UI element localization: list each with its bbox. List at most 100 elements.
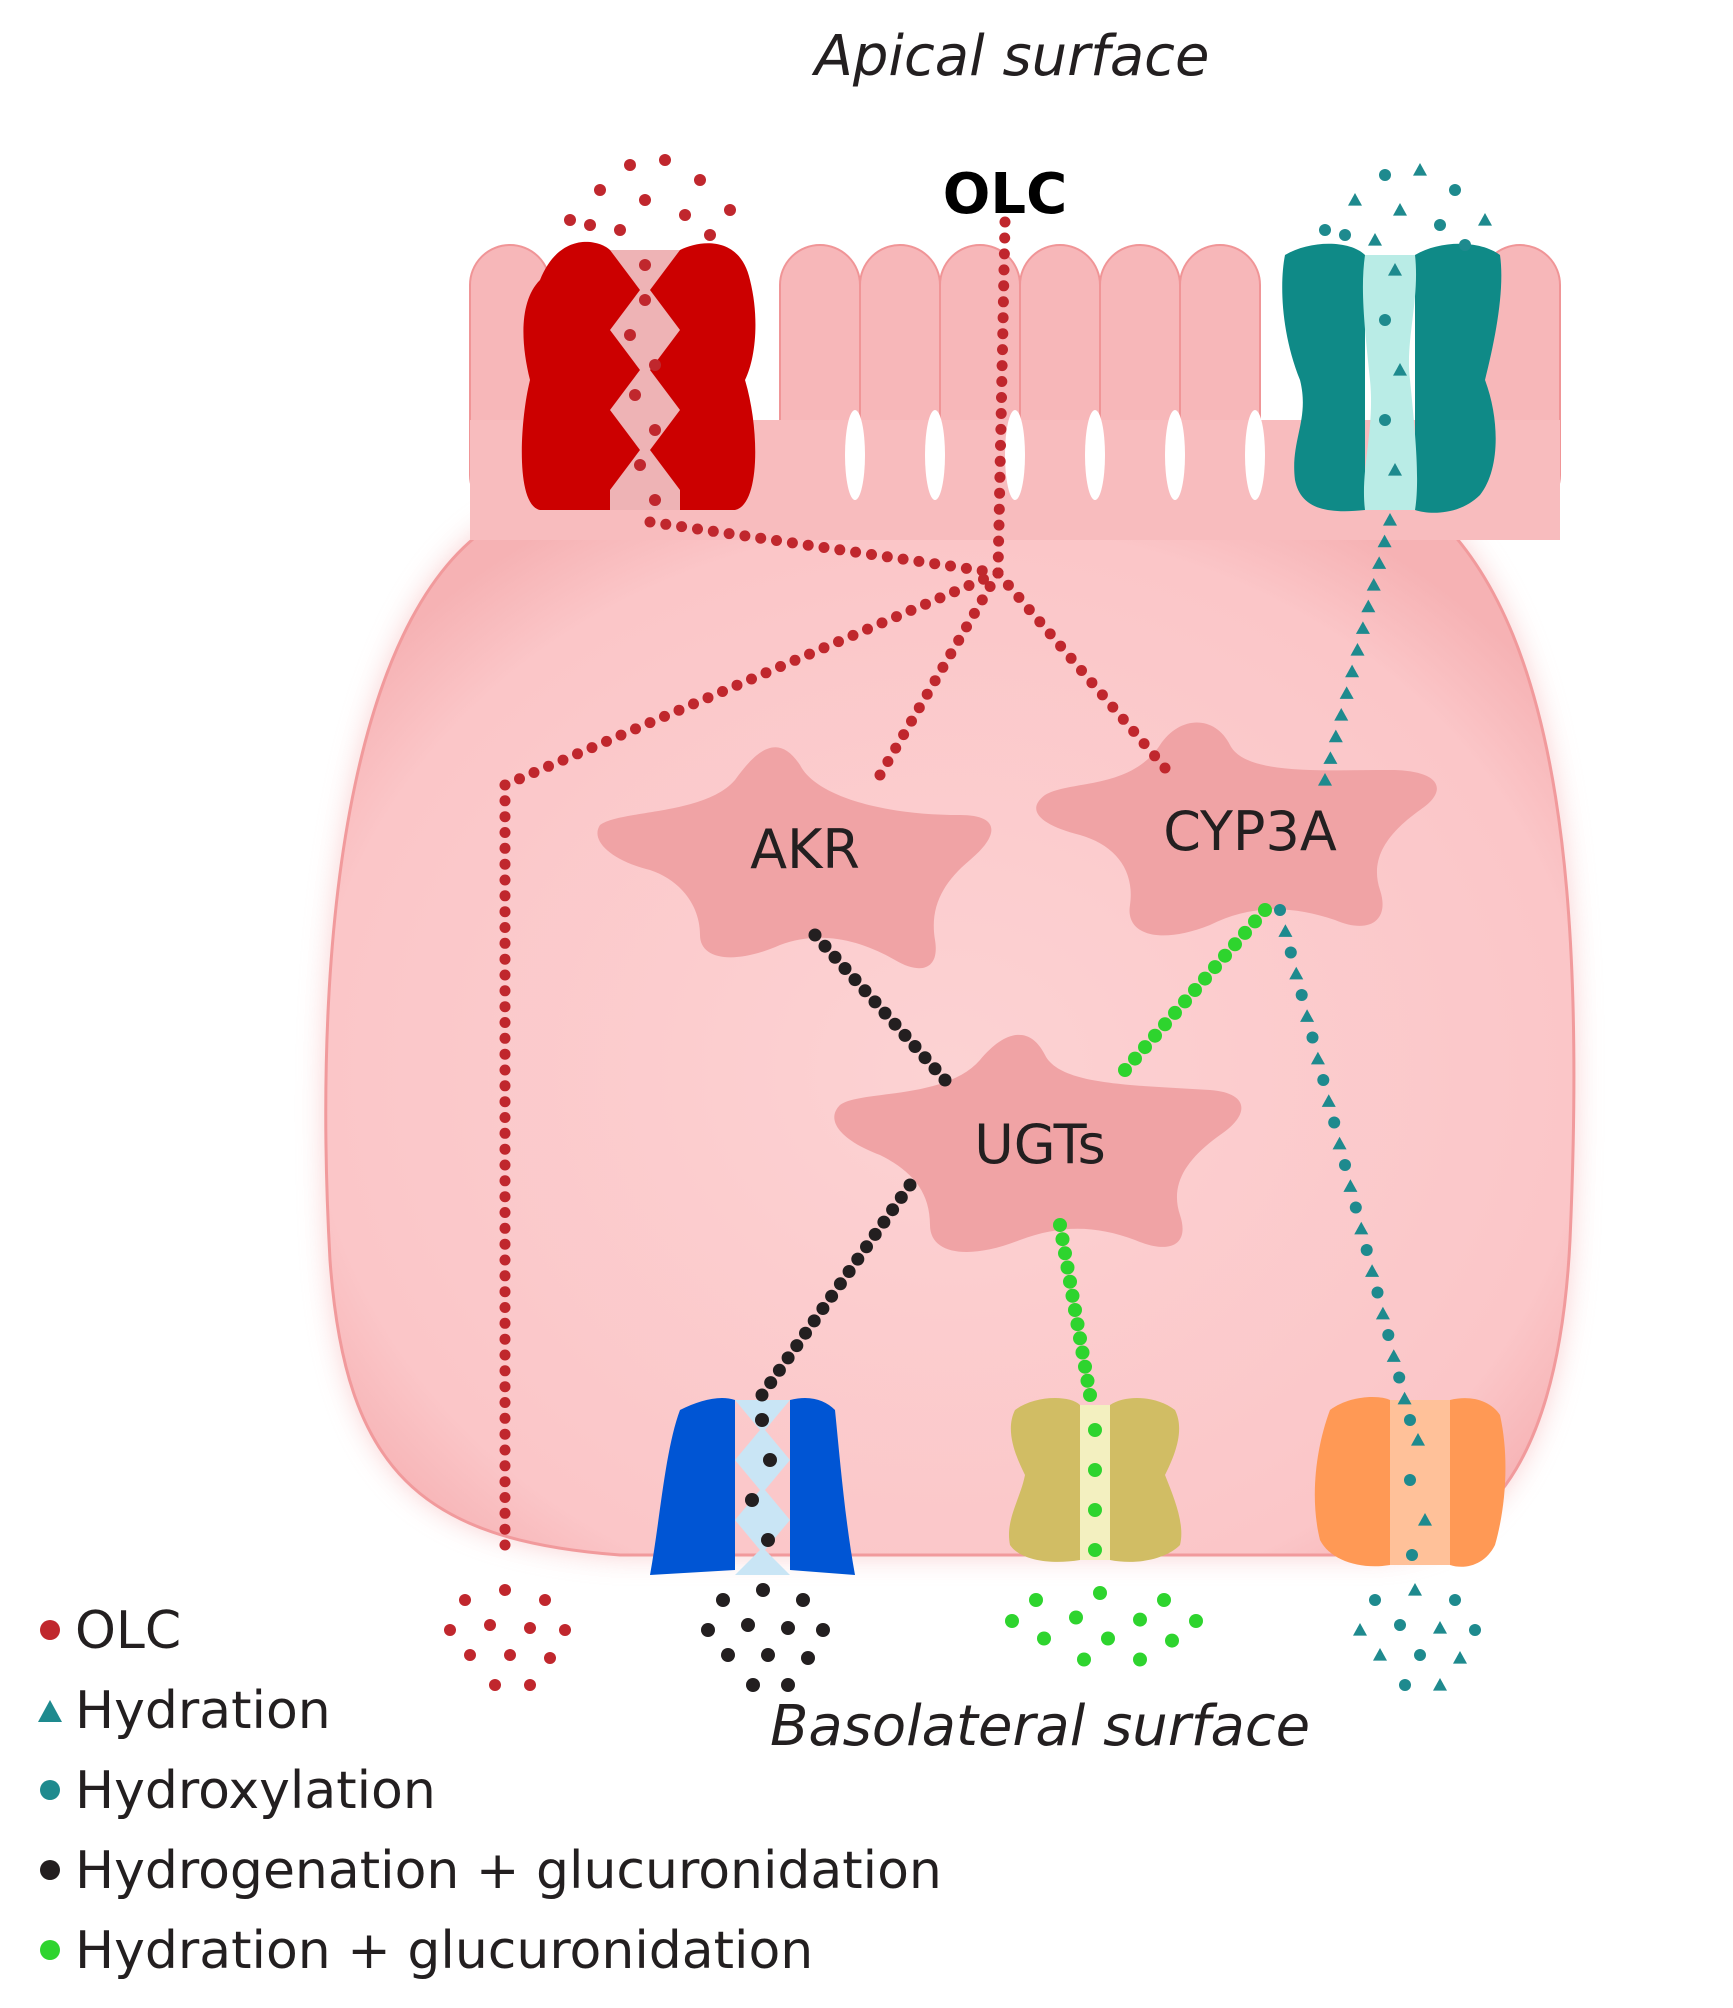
olc-path-dot xyxy=(499,1032,511,1044)
glucuronidation-path-dot xyxy=(1080,1373,1095,1388)
olc-path-dot xyxy=(499,1270,511,1282)
olc-path-dot xyxy=(499,779,511,791)
hydrogenation-path-dot xyxy=(828,950,842,964)
hydrogenation-path-dot xyxy=(755,1388,769,1402)
olc-path-dot xyxy=(514,773,525,785)
olc-path-dot xyxy=(615,729,627,741)
olc-path-dot xyxy=(499,874,511,886)
hydration-released-marker xyxy=(1393,203,1407,216)
hydroxylation-path-dot xyxy=(1393,1371,1406,1384)
hydroxylation-released-dot xyxy=(1469,1624,1481,1636)
olc-path-dot xyxy=(850,546,862,558)
hydration-path-marker xyxy=(1365,1264,1380,1277)
olc-released-dot xyxy=(484,1619,496,1631)
glucuronidation-released-dot xyxy=(1093,1586,1107,1600)
olc-path-dot xyxy=(499,1143,511,1155)
olc-path-dot xyxy=(998,248,1010,260)
hydration-path-marker xyxy=(1386,1349,1401,1362)
olc-cargo-dot xyxy=(624,329,636,341)
olc-path-dot xyxy=(499,1222,511,1234)
olc-path-dot xyxy=(976,594,988,606)
hydrogenation-path-dot xyxy=(842,1265,856,1278)
olc-path-dot xyxy=(775,661,786,672)
olc-path-dot xyxy=(1023,604,1035,616)
olc-path-dot xyxy=(1013,591,1025,603)
glucuronidation-released-dot xyxy=(1165,1633,1179,1648)
enzyme-ugts xyxy=(834,1034,1242,1252)
olc-path-dot xyxy=(945,560,956,572)
glucuronidation-path-dot xyxy=(1078,1359,1092,1374)
hydration-path-marker xyxy=(1375,1306,1390,1320)
hydroxylation-path-dot xyxy=(1328,1116,1341,1129)
olc-label: OLC xyxy=(943,162,1067,227)
olc-path-dot xyxy=(499,1159,511,1171)
legend-marker-dot xyxy=(40,1620,60,1640)
olc-released-dot xyxy=(564,214,576,226)
olc-path-dot xyxy=(499,922,511,933)
hydroxylation-released-dot xyxy=(1449,1594,1461,1606)
olc-path-dot xyxy=(996,392,1007,403)
hydroxylation-released-dot xyxy=(1379,169,1391,181)
olc-cargo-dot xyxy=(629,389,641,401)
olc-path-dot xyxy=(818,542,830,553)
olc-released-dot xyxy=(524,1622,536,1634)
glucuronidation-cargo-dot xyxy=(1088,1503,1102,1517)
olc-path-dot xyxy=(528,767,540,778)
olc-path-dot xyxy=(881,551,893,563)
legend-item-olc: OLC xyxy=(40,1601,181,1661)
olc-path-dot xyxy=(499,1286,511,1298)
olc-path-dot xyxy=(995,439,1006,451)
basolateral-transporter-orange xyxy=(1314,1397,1506,1567)
olc-path-dot xyxy=(499,1001,511,1013)
hydrogenation-path-dot xyxy=(918,1051,932,1065)
glucuronidation-path-dot xyxy=(1258,903,1272,917)
olc-released-dot xyxy=(639,194,651,206)
hydroxylation-path-dot xyxy=(1360,1244,1373,1256)
hydration-cargo-marker xyxy=(1411,1433,1425,1446)
hydration-cargo-marker xyxy=(1388,263,1402,276)
glucuronidation-released-dot xyxy=(1189,1614,1203,1628)
hydroxylation-released-dot xyxy=(1339,229,1351,241)
hydration-path-marker xyxy=(1310,1051,1325,1065)
olc-released-dot xyxy=(584,219,596,231)
olc-path-dot xyxy=(994,487,1006,499)
hydration-path-marker xyxy=(1377,534,1392,548)
hydroxylation-path-dot xyxy=(1382,1329,1395,1341)
hydroxylation-path-dot xyxy=(1295,989,1308,1001)
legend-label: Hydrogenation + glucuronidation xyxy=(75,1841,942,1901)
olc-path-dot xyxy=(874,769,886,781)
hydrogenation-path-dot xyxy=(877,1215,891,1229)
hydration-released-marker xyxy=(1353,1623,1367,1636)
olc-path-dot xyxy=(499,1539,511,1551)
hydrogenation-path-dot xyxy=(790,1339,804,1353)
glucuronidation-released-dot xyxy=(1101,1631,1115,1646)
glucuronidation-path-dot xyxy=(1058,1246,1072,1261)
olc-path-dot xyxy=(993,503,1005,515)
olc-path-dot xyxy=(601,735,612,747)
glucuronidation-path-dot xyxy=(1188,983,1202,997)
olc-path-dot xyxy=(673,704,685,716)
olc-path-dot xyxy=(499,1191,511,1203)
hydration-released-marker xyxy=(1408,1583,1422,1596)
glucuronidation-cargo-dot xyxy=(1088,1463,1102,1477)
olc-path-dot xyxy=(630,723,641,735)
olc-path-dot xyxy=(692,523,703,535)
glucuronidation-path-dot xyxy=(1148,1028,1162,1043)
hydration-path-marker xyxy=(1354,1221,1369,1235)
olc-path-dot xyxy=(953,634,965,646)
hydrogenation-path-dot xyxy=(928,1062,942,1076)
olc-path-dot xyxy=(1034,616,1046,628)
legend-marker-triangle xyxy=(38,1700,62,1722)
olc-path-dot xyxy=(1128,725,1140,737)
glucuronidation-released-dot xyxy=(1069,1610,1083,1625)
hydrogenation-path-dot xyxy=(858,984,872,998)
olc-path-dot xyxy=(499,1412,511,1424)
hydroxylation-released-dot xyxy=(1434,219,1446,231)
olc-path-dot xyxy=(992,567,1004,579)
olc-path-dot xyxy=(929,675,941,687)
olc-path-dot xyxy=(984,581,996,592)
olc-path-dot xyxy=(833,636,844,648)
olc-path-dot xyxy=(906,715,917,727)
hydrogenation-cargo-dot xyxy=(761,1533,775,1547)
olc-cargo-dot xyxy=(649,359,661,371)
